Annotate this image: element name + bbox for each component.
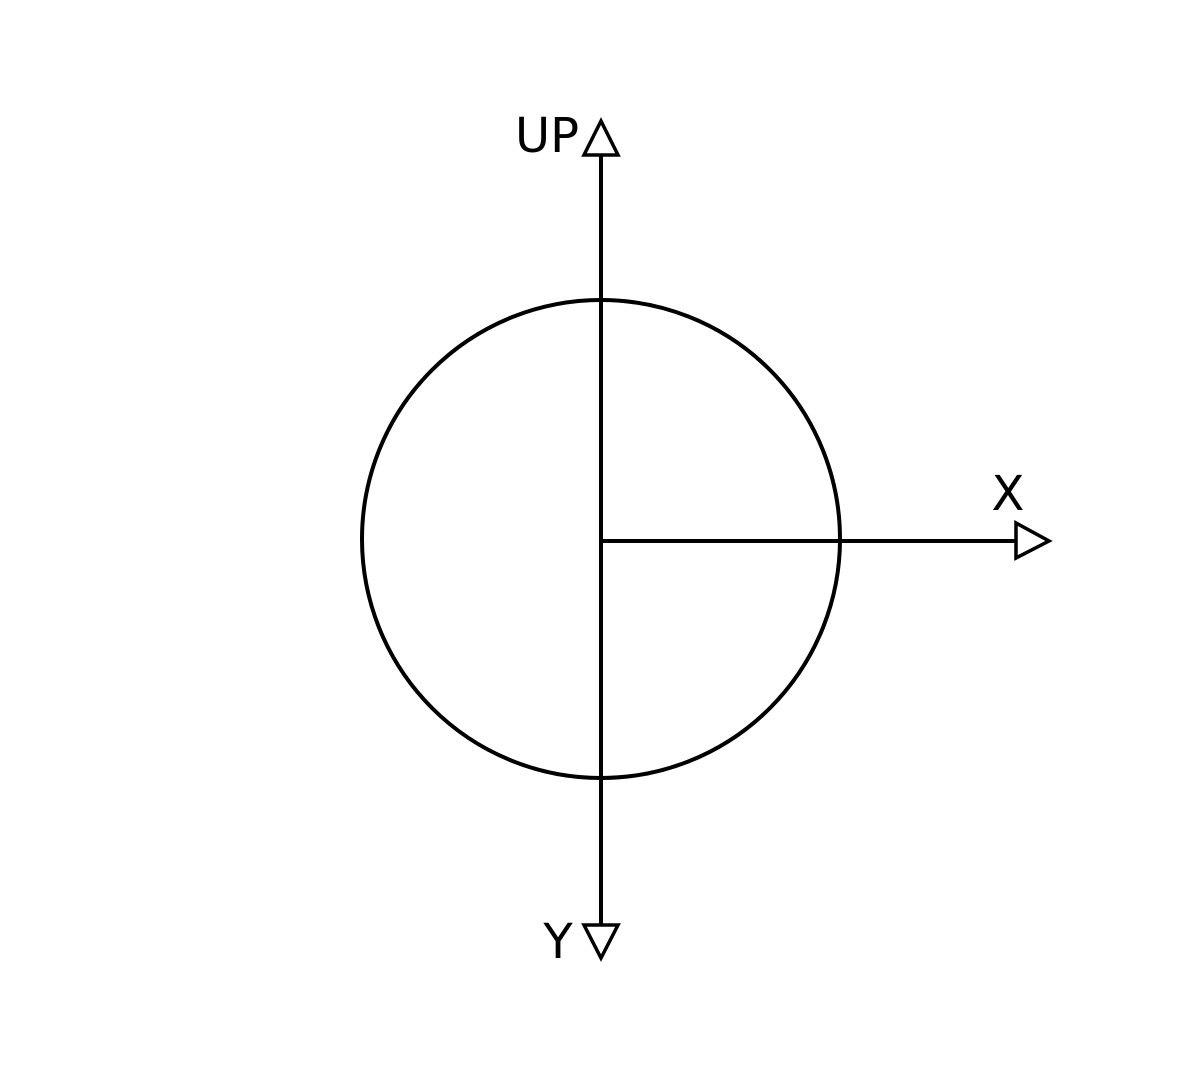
up-arrowhead-icon	[581, 117, 621, 157]
y-label: Y	[542, 914, 573, 970]
y-arrowhead-icon	[581, 923, 621, 962]
up-label: UP	[515, 108, 579, 164]
x-label: X	[992, 466, 1025, 522]
x-arrowhead-icon	[1014, 520, 1053, 561]
